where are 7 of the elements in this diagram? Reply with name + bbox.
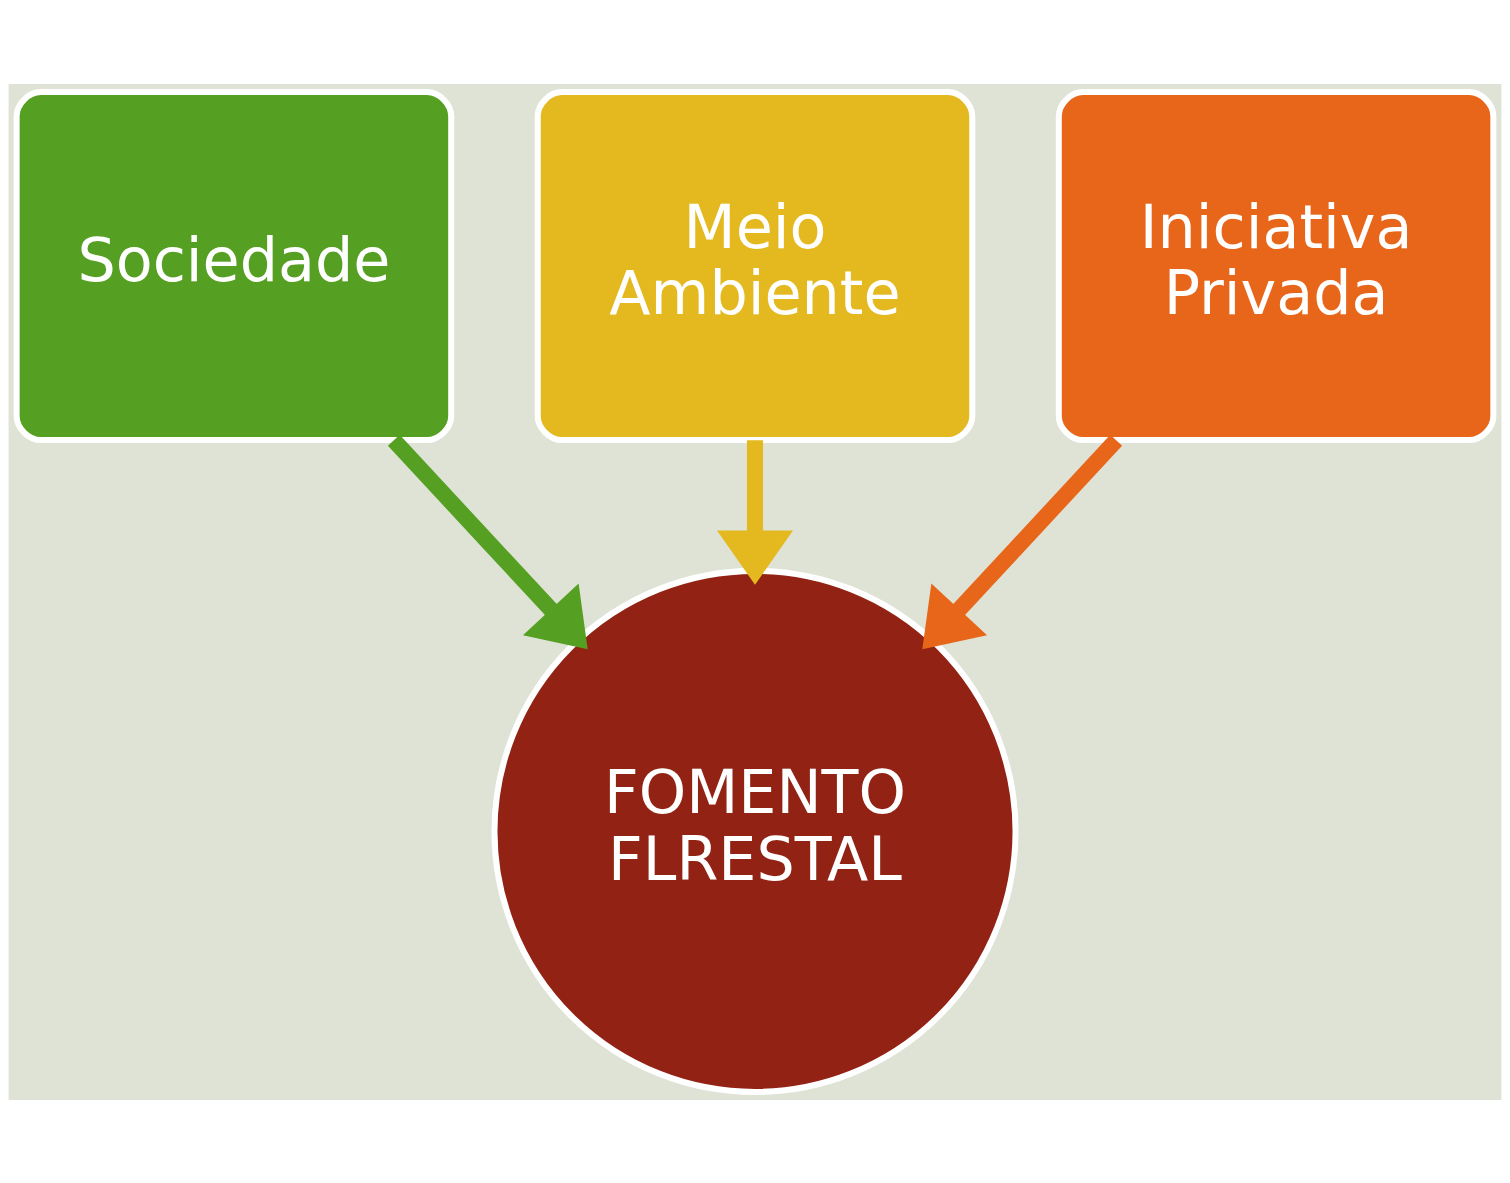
arrow (387, 434, 588, 649)
node-box: Meio Ambiente (534, 88, 976, 443)
node-box: Sociedade (13, 88, 455, 443)
arrow (922, 434, 1123, 649)
node-circle: FOMENTO FLRESTAL (491, 567, 1019, 1095)
arrow (717, 439, 793, 585)
node-box: Iniciativa Privada (1055, 88, 1497, 443)
